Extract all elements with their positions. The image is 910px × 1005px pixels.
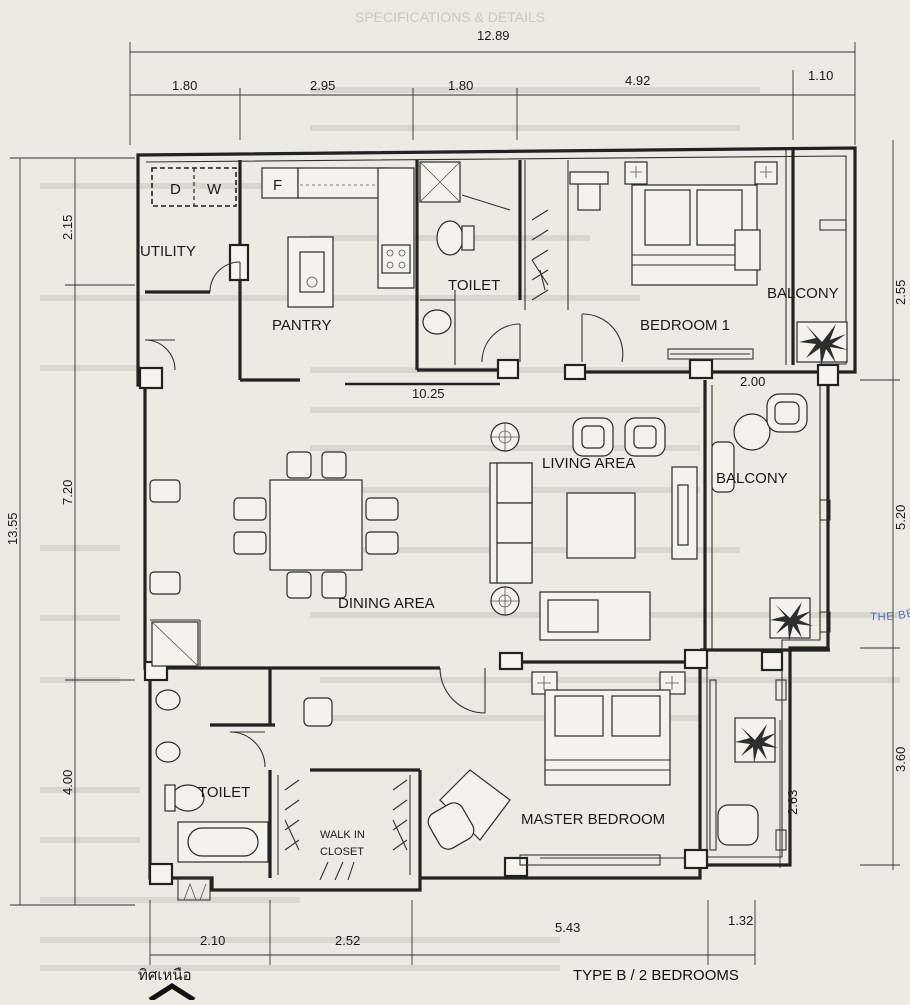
dim-left-total: 13.55 — [5, 512, 20, 545]
balcony-top-plant — [796, 321, 848, 366]
master-suite-furniture — [303, 671, 778, 851]
room-label-closet: CLOSET — [320, 846, 364, 858]
bedroom1-wardrobe — [531, 209, 549, 301]
windows — [519, 219, 847, 866]
north-arrow-icon — [148, 983, 196, 1003]
doors — [144, 261, 624, 768]
toilet-top-fixtures — [419, 161, 511, 365]
dim-right-3: 3.60 — [893, 747, 908, 772]
dim-bottom-1: 2.10 — [200, 933, 225, 948]
toilet-bottom-fixtures — [155, 689, 269, 863]
dim-left-2: 7.20 — [60, 480, 75, 505]
dimension-lines — [10, 42, 900, 965]
ghost-header: SPECIFICATIONS & DETAILS — [355, 9, 545, 25]
dim-top-3: 1.80 — [448, 78, 473, 93]
dim-right-1: 2.55 — [893, 280, 908, 305]
room-label-master-bedroom: MASTER BEDROOM — [521, 811, 665, 828]
entrance-marker — [177, 877, 211, 901]
room-label-toilet-top: TOILET — [448, 277, 500, 294]
room-label-pantry: PANTRY — [272, 317, 331, 334]
dim-top-2: 2.95 — [310, 78, 335, 93]
room-label-bedroom1: BEDROOM 1 — [640, 317, 730, 334]
dim-top-1: 1.80 — [172, 78, 197, 93]
dim-right-2: 5.20 — [893, 505, 908, 530]
dim-top-5: 1.10 — [808, 68, 833, 83]
plan-type-label: TYPE B / 2 BEDROOMS — [573, 967, 739, 984]
room-label-balcony-top: BALCONY — [767, 285, 839, 302]
room-label-dining: DINING AREA — [338, 595, 435, 612]
dim-left-3: 4.00 — [60, 770, 75, 795]
balcony-mid-furniture — [711, 393, 813, 641]
dim-inner-right-2: 2.63 — [785, 790, 800, 815]
dim-bottom-3: 5.43 — [555, 920, 580, 935]
dim-inner-right-1: 2.00 — [740, 374, 765, 389]
pantry-kitchen: F — [261, 167, 415, 308]
fridge-label: F — [273, 177, 282, 194]
room-label-utility: UTILITY — [140, 243, 196, 260]
washer-label: W — [207, 181, 222, 198]
dim-inner-top: 10.25 — [412, 386, 445, 401]
dining-furniture — [149, 451, 399, 667]
dryer-label: D — [170, 181, 181, 198]
room-label-toilet-bottom: TOILET — [198, 784, 250, 801]
utility-appliances: D W — [151, 167, 237, 207]
walk-in-closet-furniture — [277, 775, 411, 881]
dim-bottom-4: 1.32 — [728, 913, 753, 928]
dim-top-4: 4.92 — [625, 73, 650, 88]
dim-bottom-2: 2.52 — [335, 933, 360, 948]
bedroom1-furniture — [569, 161, 778, 286]
dim-top-total: 12.89 — [477, 28, 510, 43]
room-label-living: LIVING AREA — [542, 455, 635, 472]
north-label: ทิศเหนือ — [138, 967, 192, 984]
living-furniture — [489, 417, 698, 641]
room-label-walk-in: WALK IN — [320, 829, 365, 841]
room-label-balcony-mid: BALCONY — [716, 470, 788, 487]
dim-left-1: 2.15 — [60, 215, 75, 240]
